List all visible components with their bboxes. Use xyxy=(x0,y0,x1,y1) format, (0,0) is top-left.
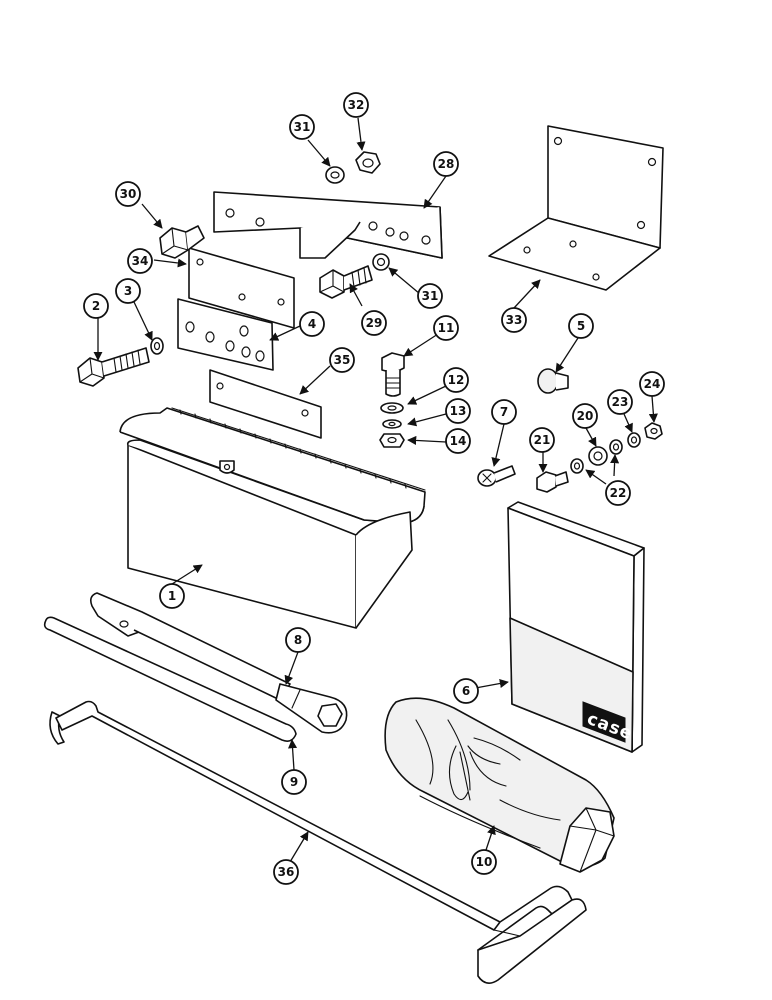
callout-22-label: 22 xyxy=(610,486,627,500)
callout-20: 20 xyxy=(572,403,598,429)
part-6-operators-manual: case xyxy=(507,501,645,753)
callout-7: 7 xyxy=(491,399,517,425)
part-13-lock-washer xyxy=(382,419,402,429)
callout-22: 22 xyxy=(605,480,631,506)
part-8-wheel-wrench xyxy=(90,592,348,734)
callout-3: 3 xyxy=(115,278,141,304)
callout-30: 30 xyxy=(115,181,141,207)
part-33-angle-bracket xyxy=(488,125,664,291)
part-21-bolt xyxy=(536,471,569,493)
callout-5-label: 5 xyxy=(577,319,585,333)
part-1-tool-box xyxy=(119,407,426,629)
callout-6: 6 xyxy=(453,678,479,704)
part-32-nut xyxy=(355,151,381,174)
part-35-strip xyxy=(209,369,322,439)
callout-20-label: 20 xyxy=(577,409,594,423)
callout-10: 10 xyxy=(471,849,497,875)
callout-14-label: 14 xyxy=(450,434,467,448)
case-logo-plate xyxy=(582,701,626,743)
callout-28: 28 xyxy=(433,151,459,177)
callout-1: 1 xyxy=(159,583,185,609)
part-4-plate xyxy=(177,298,274,371)
callout-32: 32 xyxy=(343,92,369,118)
callout-35: 35 xyxy=(329,347,355,373)
part-24-nut xyxy=(644,422,663,440)
part-31-lock-washer-upper xyxy=(325,166,345,184)
callout-9-label: 9 xyxy=(290,775,298,789)
part-14-nut xyxy=(379,433,405,448)
callout-36-label: 36 xyxy=(278,865,295,879)
part-11-bolt xyxy=(381,352,405,397)
callout-23: 23 xyxy=(607,389,633,415)
callout-34: 34 xyxy=(127,248,153,274)
part-29-bolt xyxy=(319,265,373,299)
part-31-lock-washer-lower xyxy=(372,253,390,271)
callout-12-label: 12 xyxy=(448,373,465,387)
callout-11: 11 xyxy=(433,315,459,341)
callout-33: 33 xyxy=(501,307,527,333)
part-20-spacer xyxy=(588,446,608,466)
callout-4: 4 xyxy=(299,311,325,337)
callout-7-label: 7 xyxy=(500,405,508,419)
callout-8-label: 8 xyxy=(294,633,302,647)
callout-31-upper-label: 31 xyxy=(294,120,311,134)
callout-6-label: 6 xyxy=(462,684,470,698)
callout-2-label: 2 xyxy=(92,299,100,313)
callout-24-label: 24 xyxy=(644,377,661,391)
callout-32-label: 32 xyxy=(348,98,365,112)
part-34-plate xyxy=(188,247,295,329)
part-28-mounting-bracket xyxy=(213,191,443,259)
callout-11-label: 11 xyxy=(438,321,455,335)
part-10-tool-roll xyxy=(384,697,615,873)
callout-1-label: 1 xyxy=(168,589,176,603)
callout-33-label: 33 xyxy=(506,313,523,327)
callout-29-label: 29 xyxy=(366,316,383,330)
callout-10-label: 10 xyxy=(476,855,493,869)
callout-2: 2 xyxy=(83,293,109,319)
callout-28-label: 28 xyxy=(438,157,455,171)
part-30-bolt xyxy=(159,225,205,259)
callout-23-label: 23 xyxy=(612,395,629,409)
callout-21: 21 xyxy=(529,427,555,453)
callout-13: 13 xyxy=(445,398,471,424)
part-36-hook-rod xyxy=(49,700,587,984)
callout-14: 14 xyxy=(445,428,471,454)
part-23-lock-washer xyxy=(627,432,641,448)
callout-35-label: 35 xyxy=(334,353,351,367)
callout-9: 9 xyxy=(281,769,307,795)
part-7-screw xyxy=(477,465,516,487)
part-3-washer xyxy=(150,337,164,355)
callout-21-label: 21 xyxy=(534,433,551,447)
part-22-washer-right xyxy=(609,439,623,455)
callout-36: 36 xyxy=(273,859,299,885)
callout-13-label: 13 xyxy=(450,404,467,418)
callout-31-lower: 31 xyxy=(417,283,443,309)
callout-8: 8 xyxy=(285,627,311,653)
callout-34-label: 34 xyxy=(132,254,149,268)
callout-3-label: 3 xyxy=(124,284,132,298)
part-2-bolt xyxy=(77,347,150,387)
leader-lines xyxy=(93,117,658,863)
callout-31-upper: 31 xyxy=(289,114,315,140)
part-22-washer-left xyxy=(570,458,584,474)
callout-30-label: 30 xyxy=(120,187,137,201)
callout-12: 12 xyxy=(443,367,469,393)
callout-29: 29 xyxy=(361,310,387,336)
callout-4-label: 4 xyxy=(308,317,316,331)
part-5-knob xyxy=(537,368,569,394)
callout-5: 5 xyxy=(568,313,594,339)
part-9-bar xyxy=(43,616,297,742)
callout-31-lower-label: 31 xyxy=(422,289,439,303)
part-12-flat-washer xyxy=(380,402,404,414)
callout-24: 24 xyxy=(639,371,665,397)
